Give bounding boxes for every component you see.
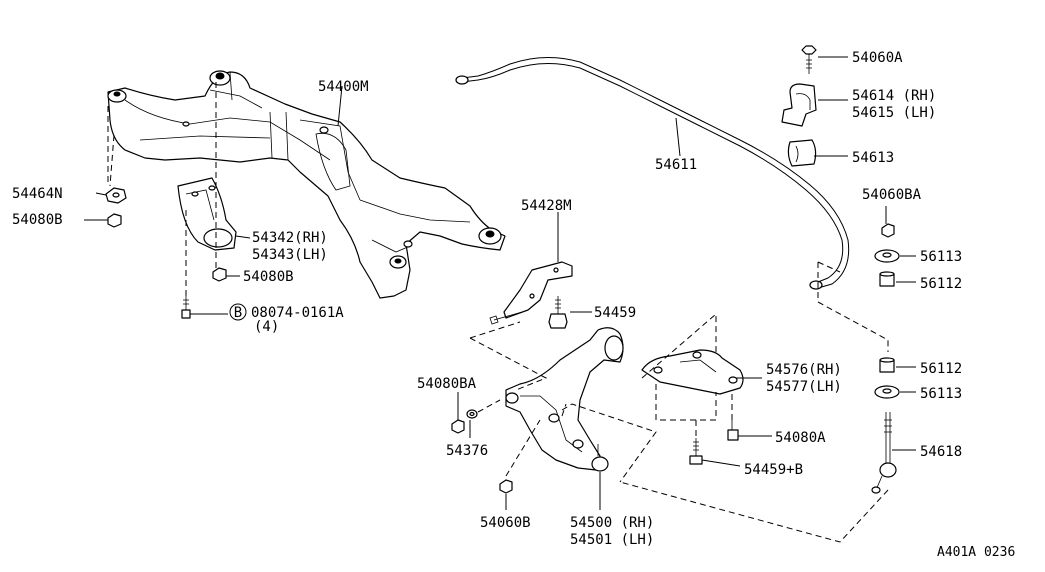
label-54060a: 54060A xyxy=(852,50,903,66)
label-56112-b: 56112 xyxy=(920,361,962,377)
washer-56113-b xyxy=(874,385,900,399)
label-54400m: 54400M xyxy=(318,79,369,95)
label-54501: 54501 (LH) xyxy=(570,532,654,548)
nut-54080ba xyxy=(451,419,465,434)
bolt-08074 xyxy=(181,296,191,319)
label-54459b: 54459+B xyxy=(744,462,803,478)
label-54080a: 54080A xyxy=(775,430,826,446)
bushing-54613 xyxy=(787,139,817,167)
bracket-54576 xyxy=(641,349,744,395)
bracket-54614 xyxy=(781,83,817,127)
nut-54080b-b xyxy=(212,267,227,282)
bushing-56112-b xyxy=(879,357,895,373)
bolt-54459b xyxy=(689,438,703,465)
label-54615: 54615 (LH) xyxy=(852,105,936,121)
crossmember-54400m xyxy=(107,70,506,299)
bolt-code-letter: B xyxy=(234,305,242,321)
label-54428m: 54428M xyxy=(521,198,572,214)
label-54376: 54376 xyxy=(446,443,488,459)
label-54464n: 54464N xyxy=(12,186,63,202)
washer-56113-a xyxy=(874,249,900,263)
mount-bracket-54342 xyxy=(177,177,237,251)
stabilizer-link-54618 xyxy=(871,412,897,494)
label-54500: 54500 (RH) xyxy=(570,515,654,531)
part-labels: 54400M 54464N 54080B 54342(RH) 54343(LH)… xyxy=(12,50,1015,560)
label-54613: 54613 xyxy=(852,150,894,166)
bolt-code-circle: B xyxy=(229,303,247,321)
nut-54060ba xyxy=(881,223,895,238)
label-54343: 54343(LH) xyxy=(252,247,328,263)
label-54576: 54576(RH) xyxy=(766,362,842,378)
bolt-54459 xyxy=(548,296,568,329)
label-54618: 54618 xyxy=(920,444,962,460)
leader-lines xyxy=(84,56,916,510)
nut-54060b xyxy=(499,479,513,494)
label-54080b-a: 54080B xyxy=(12,212,63,228)
label-54080b-b: 54080B xyxy=(243,269,294,285)
bolt-54060a xyxy=(801,45,817,74)
label-54060b: 54060B xyxy=(480,515,531,531)
label-54080ba: 54080BA xyxy=(417,376,477,392)
label-54459: 54459 xyxy=(594,305,636,321)
label-56113-a: 56113 xyxy=(920,249,962,265)
bolt-54080a xyxy=(727,420,739,441)
lower-arm-54500 xyxy=(505,327,624,472)
label-56112-a: 56112 xyxy=(920,276,962,292)
label-54614: 54614 (RH) xyxy=(852,88,936,104)
label-54611: 54611 xyxy=(655,157,697,173)
bracket-54428m xyxy=(489,261,573,325)
label-54060ba: 54060BA xyxy=(862,187,922,203)
label-54577: 54577(LH) xyxy=(766,379,842,395)
label-bolt-code: 08074-0161A xyxy=(251,305,344,321)
stabilizer-bar-54611 xyxy=(455,56,850,290)
label-54342: 54342(RH) xyxy=(252,230,328,246)
diagram-code: A401A 0236 xyxy=(937,545,1015,560)
label-bolt-qty: (4) xyxy=(254,319,279,335)
nut-54080b-a xyxy=(107,213,122,228)
bushing-56112-a xyxy=(879,271,895,287)
label-56113-b: 56113 xyxy=(920,386,962,402)
washer-54376 xyxy=(466,409,478,419)
washer-54464n xyxy=(105,187,127,204)
